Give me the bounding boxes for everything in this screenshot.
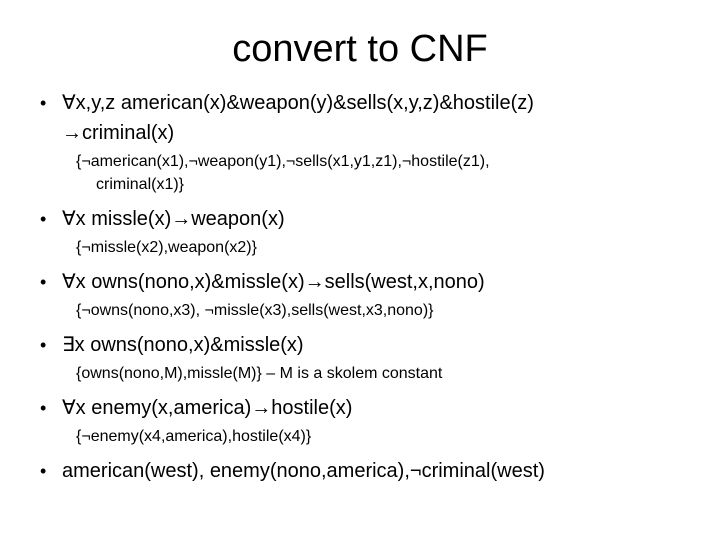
slide-body: • ∀x,y,z american(x)&weapon(y)&sells(x,y… — [0, 88, 720, 486]
bullet-statement: • ∀x enemy(x,america)→hostile(x) — [0, 393, 720, 423]
bullet-marker: • — [40, 209, 47, 229]
bullet-statement: • american(west), enemy(nono,america),¬c… — [0, 456, 720, 486]
clause-line: {¬owns(nono,x3), ¬missle(x3),sells(west,… — [76, 302, 434, 319]
clause-set: {¬missle(x2),weapon(x2)} — [0, 236, 720, 259]
clause-line: {¬enemy(x4,america),hostile(x4)} — [76, 428, 312, 445]
bullet-section: • ∀x,y,z american(x)&weapon(y)&sells(x,y… — [0, 88, 720, 196]
bullet-marker: • — [40, 461, 47, 481]
page-title: convert to CNF — [232, 28, 488, 70]
clause-set: {¬owns(nono,x3), ¬missle(x3),sells(west,… — [0, 299, 720, 322]
bullet-section: • american(west), enemy(nono,america),¬c… — [0, 456, 720, 486]
clause-set: {owns(nono,M),missle(M)} – M is a skolem… — [0, 362, 720, 385]
statement-line: ∀x missle(x)→weapon(x) — [62, 208, 285, 230]
bullet-marker: • — [40, 335, 47, 355]
bullet-statement: • ∀x,y,z american(x)&weapon(y)&sells(x,y… — [0, 88, 720, 148]
bullet-marker: • — [40, 93, 47, 113]
statement-line: american(west), enemy(nono,america),¬cri… — [62, 460, 545, 482]
bullet-marker: • — [40, 398, 47, 418]
bullet-section: • ∀x owns(nono,x)&missle(x)→sells(west,x… — [0, 267, 720, 322]
statement-line: →criminal(x) — [62, 122, 175, 144]
statement-line: ∃x owns(nono,x)&missle(x) — [62, 334, 304, 356]
clause-set: {¬enemy(x4,america),hostile(x4)} — [0, 425, 720, 448]
clause-line: {owns(nono,M),missle(M)} – M is a skolem… — [76, 365, 443, 382]
bullet-marker: • — [40, 272, 47, 292]
clause-line: {¬american(x1),¬weapon(y1),¬sells(x1,y1,… — [76, 153, 490, 170]
bullet-section: • ∀x missle(x)→weapon(x) {¬missle(x2),we… — [0, 204, 720, 259]
statement-line: ∀x owns(nono,x)&missle(x)→sells(west,x,n… — [62, 271, 485, 293]
statement-line: ∀x enemy(x,america)→hostile(x) — [62, 397, 353, 419]
bullet-section: • ∀x enemy(x,america)→hostile(x) {¬enemy… — [0, 393, 720, 448]
bullet-section: • ∃x owns(nono,x)&missle(x) {owns(nono,M… — [0, 330, 720, 385]
clause-continuation-line: criminal(x1)} — [96, 176, 185, 193]
bullet-statement: • ∃x owns(nono,x)&missle(x) — [0, 330, 720, 360]
clause-set: {¬american(x1),¬weapon(y1),¬sells(x1,y1,… — [0, 150, 720, 196]
bullet-statement: • ∀x missle(x)→weapon(x) — [0, 204, 720, 234]
statement-line: ∀x,y,z american(x)&weapon(y)&sells(x,y,z… — [62, 92, 534, 114]
clause-line: {¬missle(x2),weapon(x2)} — [76, 239, 257, 256]
bullet-statement: • ∀x owns(nono,x)&missle(x)→sells(west,x… — [0, 267, 720, 297]
